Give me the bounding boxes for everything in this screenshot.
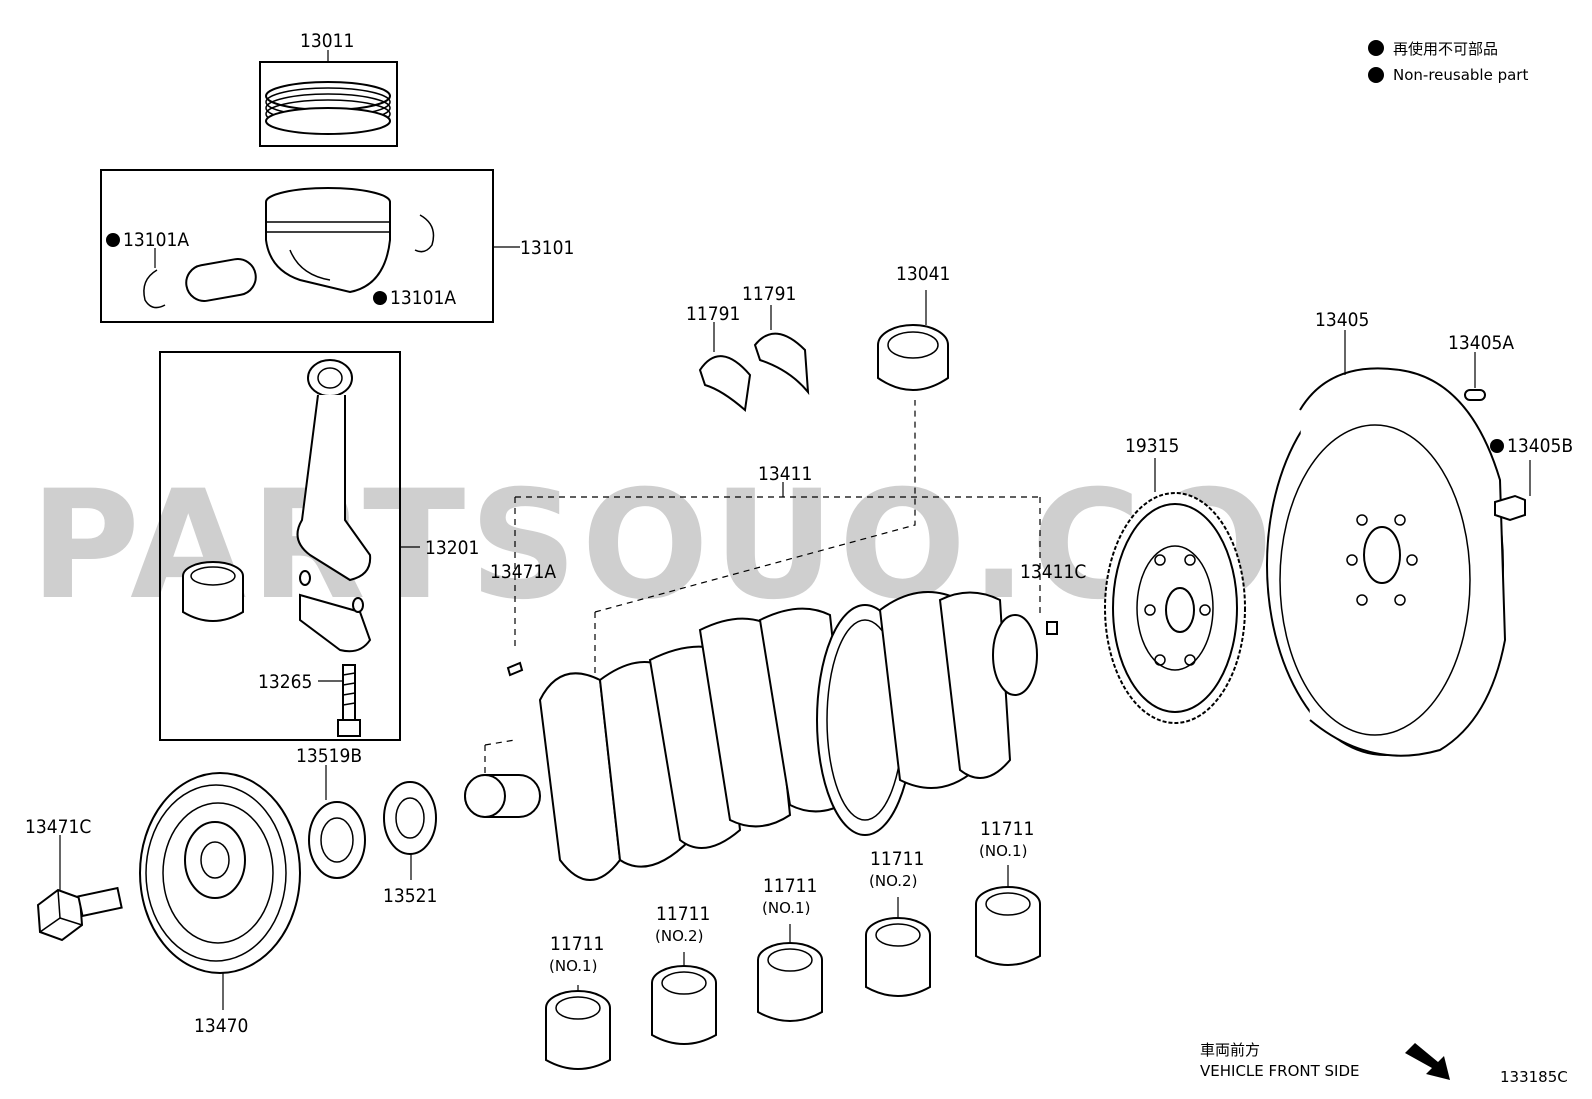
connecting-rod-assembly [159, 351, 420, 741]
part-label-13041[interactable]: 13041 [896, 263, 950, 285]
non-reusable-dot-icon [373, 291, 387, 305]
part-link-13101A-left[interactable]: 13101A [123, 229, 189, 251]
part-link-13471A[interactable]: 13471A [490, 561, 556, 583]
crankshaft [464, 400, 1058, 881]
diagram-code: 133185C [1500, 1068, 1568, 1086]
part-link-13101A-right[interactable]: 13101A [390, 287, 456, 309]
piston-ring-set [259, 50, 398, 147]
part-label-13101A-right[interactable]: 13101A [390, 287, 456, 309]
part-link-13471C[interactable]: 13471C [25, 816, 91, 838]
part-link-13405A[interactable]: 13405A [1448, 332, 1514, 354]
non-reusable-dot-icon [1368, 40, 1384, 56]
bearing-note-4: (NO.2) [869, 872, 917, 890]
timing-rotor [1104, 458, 1246, 724]
part-link-11791-right[interactable]: 11791 [742, 283, 796, 305]
part-label-13471A[interactable]: 13471A [490, 561, 556, 583]
part-label-11711-1[interactable]: 11711 [550, 933, 604, 955]
part-label-13201[interactable]: 13201 [425, 537, 479, 559]
legend-jp: 再使用不可部品 [1393, 40, 1498, 58]
part-link-13011[interactable]: 13011 [300, 30, 354, 52]
main-bearing-1 [545, 985, 611, 1070]
connecting-rod-bearing [877, 290, 949, 391]
part-link-11791-left[interactable]: 11791 [686, 303, 740, 325]
part-label-11711-3[interactable]: 11711 [763, 875, 817, 897]
part-link-13041[interactable]: 13041 [896, 263, 950, 285]
part-link-13405[interactable]: 13405 [1315, 309, 1369, 331]
part-label-13405B[interactable]: 13405B [1507, 435, 1573, 457]
part-label-13519B[interactable]: 13519B [296, 745, 362, 767]
part-label-19315[interactable]: 19315 [1125, 435, 1179, 457]
front-arrow-icon [1405, 1043, 1450, 1080]
part-label-13411[interactable]: 13411 [758, 463, 812, 485]
part-label-13011[interactable]: 13011 [300, 30, 354, 52]
part-link-11711-5[interactable]: 11711 [980, 818, 1034, 840]
part-link-13405B[interactable]: 13405B [1507, 435, 1573, 457]
part-label-13471C[interactable]: 13471C [25, 816, 91, 838]
part-label-13405A[interactable]: 13405A [1448, 332, 1514, 354]
part-label-11791-left[interactable]: 11791 [686, 303, 740, 325]
part-link-11711-4[interactable]: 11711 [870, 848, 924, 870]
main-bearing-5 [975, 865, 1041, 966]
main-bearing-4 [865, 897, 931, 997]
part-label-11711-5[interactable]: 11711 [980, 818, 1034, 840]
part-label-13101A-left[interactable]: 13101A [123, 229, 189, 251]
bearing-note-5: (NO.1) [979, 842, 1027, 860]
part-link-13521[interactable]: 13521 [383, 885, 437, 907]
part-link-13519B[interactable]: 13519B [296, 745, 362, 767]
part-link-11711-1[interactable]: 11711 [550, 933, 604, 955]
part-link-13411C[interactable]: 13411C [1020, 561, 1086, 583]
part-label-11711-2[interactable]: 11711 [656, 903, 710, 925]
main-bearing-3 [757, 924, 823, 1022]
non-reusable-dot-icon [1490, 439, 1504, 453]
part-link-13265[interactable]: 13265 [258, 671, 312, 693]
non-reusable-dot-icon [1368, 67, 1384, 83]
part-link-13201[interactable]: 13201 [425, 537, 479, 559]
part-label-13521[interactable]: 13521 [383, 885, 437, 907]
crankshaft-pulley [139, 772, 301, 1010]
part-link-13101[interactable]: 13101 [520, 237, 574, 259]
part-link-11711-3[interactable]: 11711 [763, 875, 817, 897]
thrust-washers [698, 305, 810, 412]
bearing-note-3: (NO.1) [762, 899, 810, 917]
part-label-11791-right[interactable]: 11791 [742, 283, 796, 305]
vehicle-front-en: VEHICLE FRONT SIDE [1200, 1062, 1360, 1080]
vehicle-front-note: 車両前方 VEHICLE FRONT SIDE [1200, 1041, 1450, 1080]
part-label-13411C[interactable]: 13411C [1020, 561, 1086, 583]
pulley-bolt [36, 835, 123, 942]
legend: 再使用不可部品 Non-reusable part [1368, 40, 1528, 84]
part-label-13470[interactable]: 13470 [194, 1015, 248, 1037]
vehicle-front-jp: 車両前方 [1200, 1041, 1260, 1059]
part-link-11711-2[interactable]: 11711 [656, 903, 710, 925]
part-label-13265[interactable]: 13265 [258, 671, 312, 693]
part-link-13470[interactable]: 13470 [194, 1015, 248, 1037]
part-link-19315[interactable]: 19315 [1125, 435, 1179, 457]
main-bearing-2 [651, 952, 717, 1045]
part-label-11711-4[interactable]: 11711 [870, 848, 924, 870]
part-label-13101[interactable]: 13101 [520, 237, 574, 259]
timing-sprockets [308, 765, 437, 880]
part-label-13405[interactable]: 13405 [1315, 309, 1369, 331]
piston-set [100, 169, 520, 323]
non-reusable-dot-icon [106, 233, 120, 247]
part-link-13411[interactable]: 13411 [758, 463, 812, 485]
bearing-note-1: (NO.1) [549, 957, 597, 975]
legend-en: Non-reusable part [1393, 66, 1528, 84]
flywheel [1266, 330, 1531, 757]
bearing-note-2: (NO.2) [655, 927, 703, 945]
main-bearings [545, 865, 1041, 1070]
